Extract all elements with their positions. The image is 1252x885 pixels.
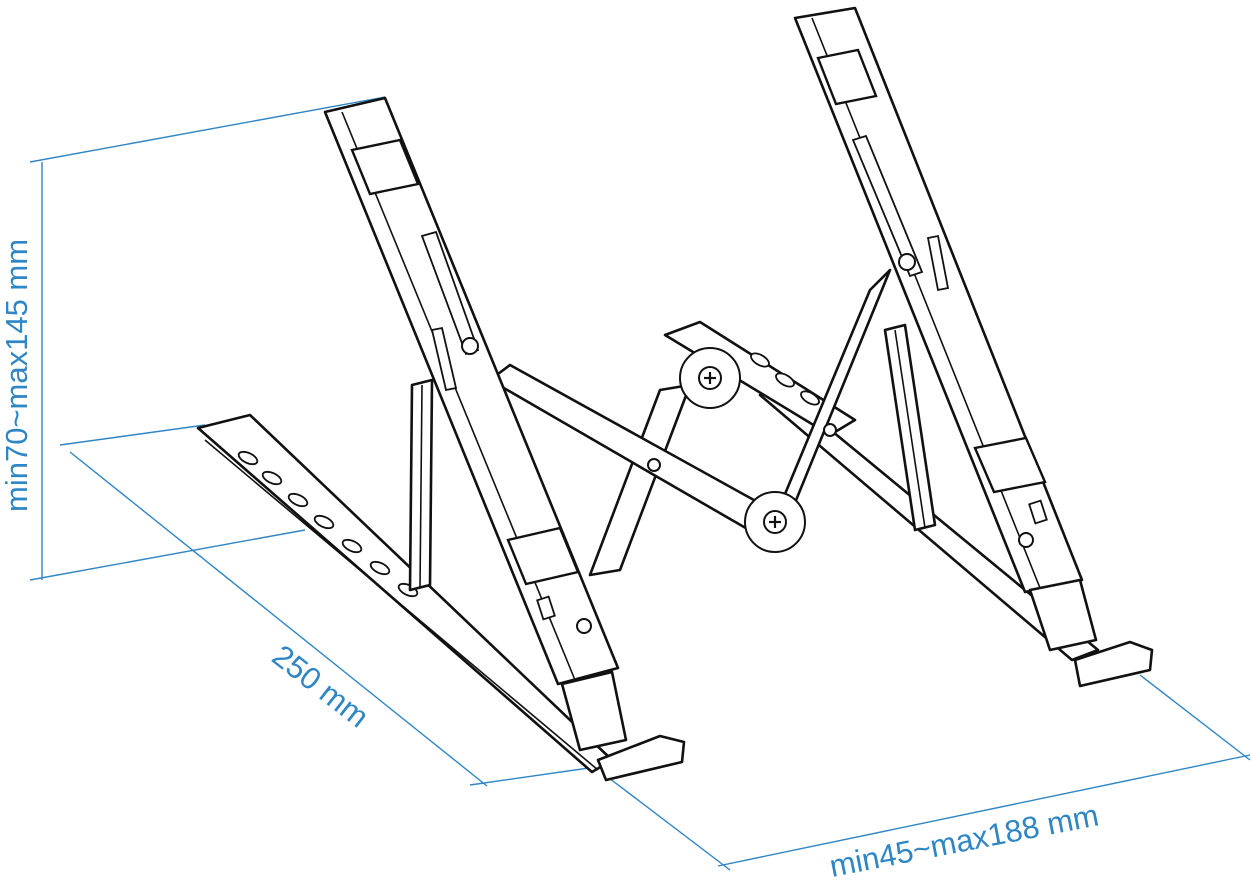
center-back-hole-3 [800,390,820,406]
rear-slot-screw [898,253,916,271]
front-foot-pad [596,734,686,782]
scissor-linkage [488,268,892,577]
depth-dim-top [59,424,206,446]
front-lower-pad [506,526,580,586]
front-lower-slot [536,595,556,621]
rear-lower-screw [1018,532,1034,548]
base-hole-3 [287,492,309,508]
front-assembly [196,96,686,782]
base-hole-1 [237,450,259,466]
center-back-hole-2 [775,372,795,388]
width-dim-right [1139,674,1251,761]
long-bar-screw [647,458,661,472]
rear-side-notch [926,234,950,292]
rear-top-pad [816,48,878,106]
base-hole-4 [313,514,335,530]
base-hole-2 [261,470,283,486]
height-dim-top [29,96,386,163]
front-slot-screw [461,337,479,355]
front-foot-bracket [560,670,628,752]
center-back-hole-1 [750,352,770,368]
lower-hinge-screw [763,510,787,534]
rear-foot-bracket [1028,578,1098,652]
rear-assembly [758,6,1154,688]
front-strut-edge [419,384,423,589]
rear-arm-edge [811,17,1041,589]
front-base-edge [204,439,599,771]
depth-dim-diagonal [69,451,488,787]
height-dimension-label: min70~max145 mm [0,239,34,512]
front-lower-screw [576,618,592,634]
front-arm-edge [341,111,576,681]
width-dimension-label: min45~max188 mm [827,797,1102,883]
dimension-lines [29,96,1251,871]
base-hole-6 [369,560,391,576]
width-dim-left [604,774,731,871]
rear-lower-slot [1028,499,1048,525]
base-hole-5 [341,538,363,554]
front-top-pad [350,138,420,196]
diagonal-bar-screw [823,423,837,437]
rear-foot-pad [1073,640,1154,688]
rear-adjust-slot [851,134,924,278]
center-vertical-strut [588,383,692,577]
height-dim-bottom [29,529,306,581]
upper-hinge-screw [698,366,722,390]
rear-lower-pad [973,436,1047,494]
front-side-notch [430,326,458,392]
width-dim-horizontal [717,754,1251,867]
rear-strut-edge [894,329,926,529]
